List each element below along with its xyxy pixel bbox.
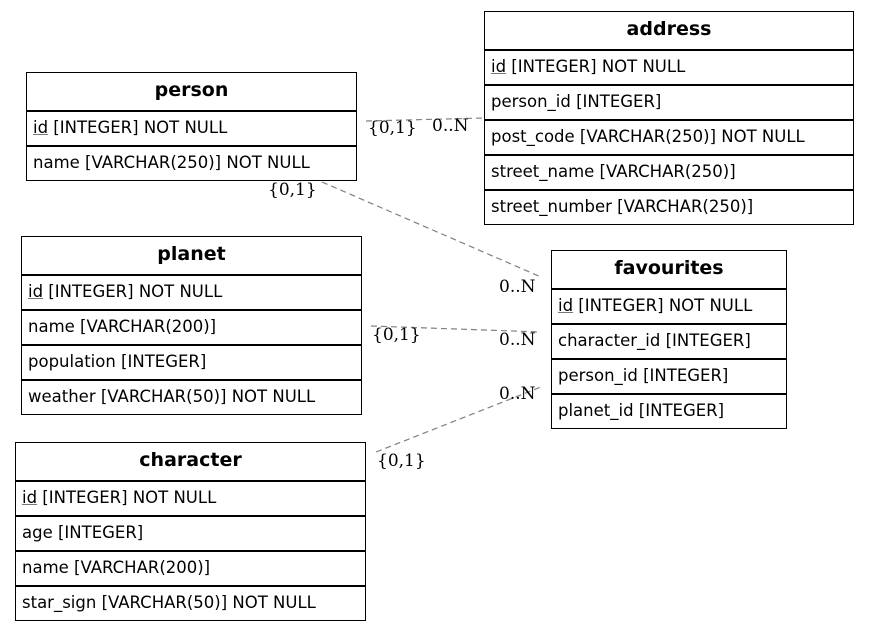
cardinality-character-favourites-one: {0,1}	[377, 451, 426, 471]
entity-favourites[interactable]: favourites id [INTEGER] NOT NULL charact…	[551, 250, 787, 429]
entity-person[interactable]: person id [INTEGER] NOT NULL name [VARCH…	[26, 72, 357, 181]
field-row[interactable]: id [INTEGER] NOT NULL	[485, 51, 853, 86]
cardinality-person-favourites-many: 0..N	[499, 277, 536, 297]
field-text: name [VARCHAR(200)]	[22, 558, 211, 577]
entity-title: character	[16, 443, 365, 482]
field-text: street_number [VARCHAR(250)]	[491, 197, 754, 216]
field-row[interactable]: weather [VARCHAR(50)] NOT NULL	[22, 381, 361, 414]
field-row[interactable]: id [INTEGER] NOT NULL	[22, 276, 361, 311]
field-row[interactable]: name [VARCHAR(200)]	[16, 552, 365, 587]
field-text: character_id [INTEGER]	[558, 331, 751, 350]
field-row[interactable]: id [INTEGER] NOT NULL	[552, 290, 786, 325]
field-row[interactable]: post_code [VARCHAR(250)] NOT NULL	[485, 121, 853, 156]
entity-title: favourites	[552, 251, 786, 290]
field-text: population [INTEGER]	[28, 352, 207, 371]
field-row[interactable]: street_number [VARCHAR(250)]	[485, 191, 853, 224]
field-text: [INTEGER] NOT NULL	[43, 282, 223, 301]
field-text: age [INTEGER]	[22, 523, 144, 542]
field-row[interactable]: character_id [INTEGER]	[552, 325, 786, 360]
entity-title: person	[27, 73, 356, 112]
entity-address[interactable]: address id [INTEGER] NOT NULL person_id …	[484, 11, 854, 225]
cardinality-character-favourites-many: 0..N	[499, 384, 536, 404]
field-text: weather [VARCHAR(50)] NOT NULL	[28, 387, 316, 406]
field-row[interactable]: id [INTEGER] NOT NULL	[27, 112, 356, 147]
field-row[interactable]: population [INTEGER]	[22, 346, 361, 381]
entity-title: planet	[22, 237, 361, 276]
primary-key: id	[33, 118, 49, 137]
field-row[interactable]: street_name [VARCHAR(250)]	[485, 156, 853, 191]
field-row[interactable]: name [VARCHAR(200)]	[22, 311, 361, 346]
cardinality-person-address-one: {0,1}	[368, 118, 417, 138]
cardinality-planet-favourites-one: {0,1}	[372, 325, 421, 345]
primary-key: id	[22, 488, 38, 507]
field-text: [INTEGER] NOT NULL	[506, 57, 686, 76]
link-planet-favourites	[370, 325, 542, 333]
primary-key: id	[558, 296, 574, 315]
cardinality-planet-favourites-many: 0..N	[499, 330, 536, 350]
field-text: post_code [VARCHAR(250)] NOT NULL	[491, 127, 805, 146]
field-row[interactable]: person_id [INTEGER]	[552, 360, 786, 395]
field-text: [INTEGER] NOT NULL	[573, 296, 753, 315]
cardinality-person-favourites-one: {0,1}	[268, 180, 317, 200]
field-row[interactable]: person_id [INTEGER]	[485, 86, 853, 121]
entity-character[interactable]: character id [INTEGER] NOT NULL age [INT…	[15, 442, 366, 621]
field-text: person_id [INTEGER]	[558, 366, 729, 385]
field-text: name [VARCHAR(200)]	[28, 317, 217, 336]
field-text: star_sign [VARCHAR(50)] NOT NULL	[22, 593, 316, 612]
field-row[interactable]: name [VARCHAR(250)] NOT NULL	[27, 147, 356, 180]
field-text: planet_id [INTEGER]	[558, 401, 725, 420]
field-row[interactable]: planet_id [INTEGER]	[552, 395, 786, 428]
field-text: person_id [INTEGER]	[491, 92, 662, 111]
field-row[interactable]: age [INTEGER]	[16, 517, 365, 552]
primary-key: id	[28, 282, 44, 301]
field-text: street_name [VARCHAR(250)]	[491, 162, 736, 181]
field-text: name [VARCHAR(250)] NOT NULL	[33, 153, 310, 172]
field-row[interactable]: id [INTEGER] NOT NULL	[16, 482, 365, 517]
field-row[interactable]: star_sign [VARCHAR(50)] NOT NULL	[16, 587, 365, 620]
entity-planet[interactable]: planet id [INTEGER] NOT NULL name [VARCH…	[21, 236, 362, 415]
primary-key: id	[491, 57, 507, 76]
field-text: [INTEGER] NOT NULL	[48, 118, 228, 137]
cardinality-person-address-many: 0..N	[432, 116, 469, 136]
field-text: [INTEGER] NOT NULL	[37, 488, 217, 507]
entity-title: address	[485, 12, 853, 51]
